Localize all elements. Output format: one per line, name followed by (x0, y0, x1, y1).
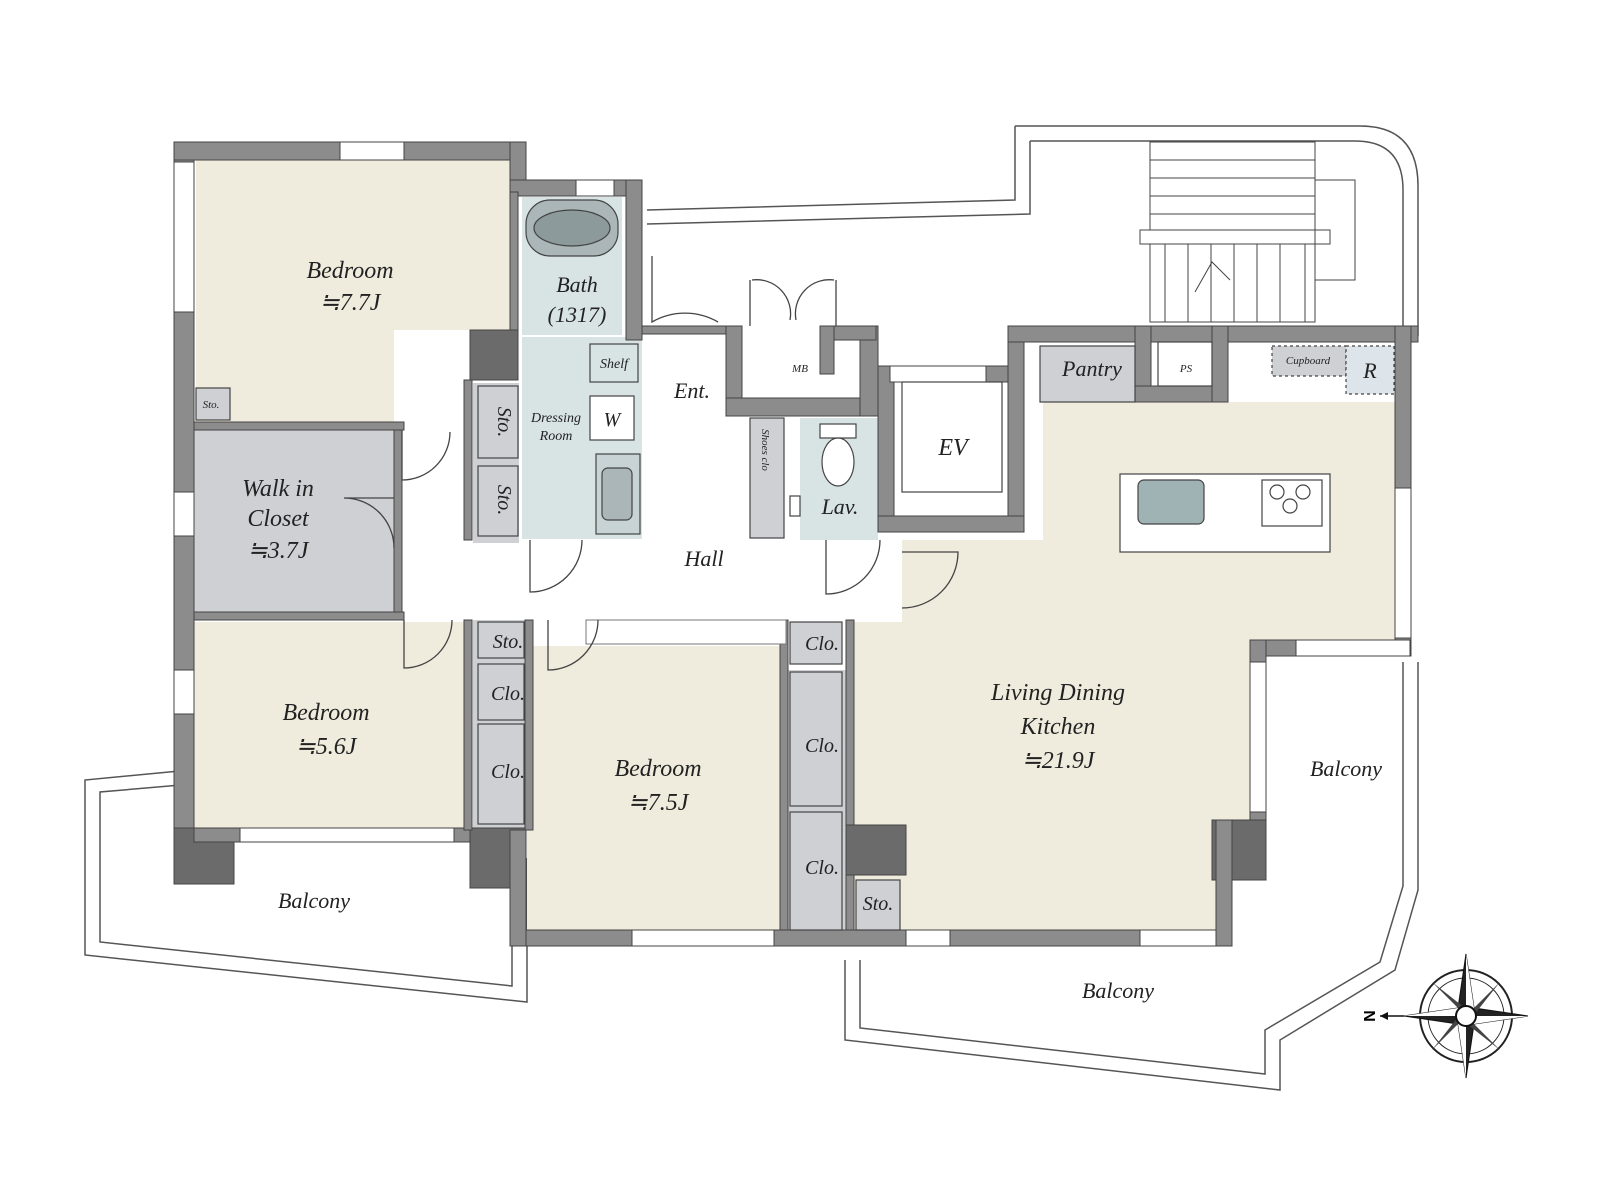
ldk-label-1: Living Dining (990, 680, 1125, 706)
sto-2-label: Sto. (493, 485, 515, 516)
ldk-label-2: Kitchen (1020, 714, 1096, 740)
ldk-size: ≒21.9J (1022, 748, 1096, 774)
mb-floor (744, 337, 874, 397)
ps-label: PS (1179, 363, 1193, 375)
bath-size: (1317) (548, 302, 607, 327)
clo-3-label: Clo. (805, 633, 839, 655)
balcony-railings (84, 125, 1419, 1091)
stairwell (1139, 141, 1356, 323)
lav-label: Lav. (821, 494, 859, 519)
walk-in-size: ≒3.7J (248, 538, 310, 564)
bedroom-nw-label: Bedroom (306, 258, 393, 284)
cupboard-label: Cupboard (1286, 355, 1331, 367)
doors (343, 256, 959, 671)
balcony-west-label: Balcony (278, 888, 350, 913)
north-arrow-icon (1380, 1012, 1388, 1020)
compass-north-label: N (1360, 1010, 1377, 1022)
bedroom-mid-floor (527, 646, 787, 932)
walk-in-closet-floor (194, 430, 394, 615)
balcony-east-label: Balcony (1310, 756, 1382, 781)
clo-2-label: Clo. (491, 761, 525, 783)
sto-4-label: Sto. (863, 893, 894, 915)
bedroom-mid-size: ≒7.5J (628, 790, 690, 816)
bedroom-sw-label: Bedroom (282, 700, 369, 726)
bedroom-sw-floor (194, 622, 471, 828)
bedroom-mid-label: Bedroom (614, 756, 701, 782)
ev-label: EV (937, 435, 970, 461)
pantry-label: Pantry (1061, 356, 1122, 381)
room-labels: Bedroom ≒7.7J Bath (1317) Shelf Dressing… (203, 258, 1383, 1003)
bedroom-nw-size: ≒7.7J (320, 290, 382, 316)
compass-rose: N (1360, 953, 1529, 1079)
bedroom-sw-size: ≒5.6J (296, 734, 358, 760)
fixtures (195, 199, 1395, 931)
clo-4-label: Clo. (805, 735, 839, 757)
bath-label: Bath (556, 272, 598, 297)
balcony-south-label: Balcony (1082, 978, 1154, 1003)
walk-in-label-2: Closet (247, 506, 310, 532)
sto-1-label: Sto. (493, 407, 515, 438)
windows (173, 141, 1412, 947)
sto-small-label: Sto. (203, 399, 220, 411)
shelf-label: Shelf (600, 357, 630, 372)
refrigerator-label: R (1362, 358, 1377, 383)
dressing-label-1: Dressing (530, 411, 581, 426)
hall-label: Hall (683, 546, 723, 571)
dressing-label-2: Room (539, 429, 573, 444)
shoes-clo-label: Shoes clo (759, 429, 771, 471)
entrance-label: Ent. (673, 378, 710, 403)
mb-label: MB (791, 363, 808, 375)
sto-3-label: Sto. (493, 631, 524, 653)
clo-5-label: Clo. (805, 857, 839, 879)
walk-in-label-1: Walk in (242, 476, 314, 502)
washer-label: W (604, 409, 623, 431)
clo-1-label: Clo. (491, 683, 525, 705)
